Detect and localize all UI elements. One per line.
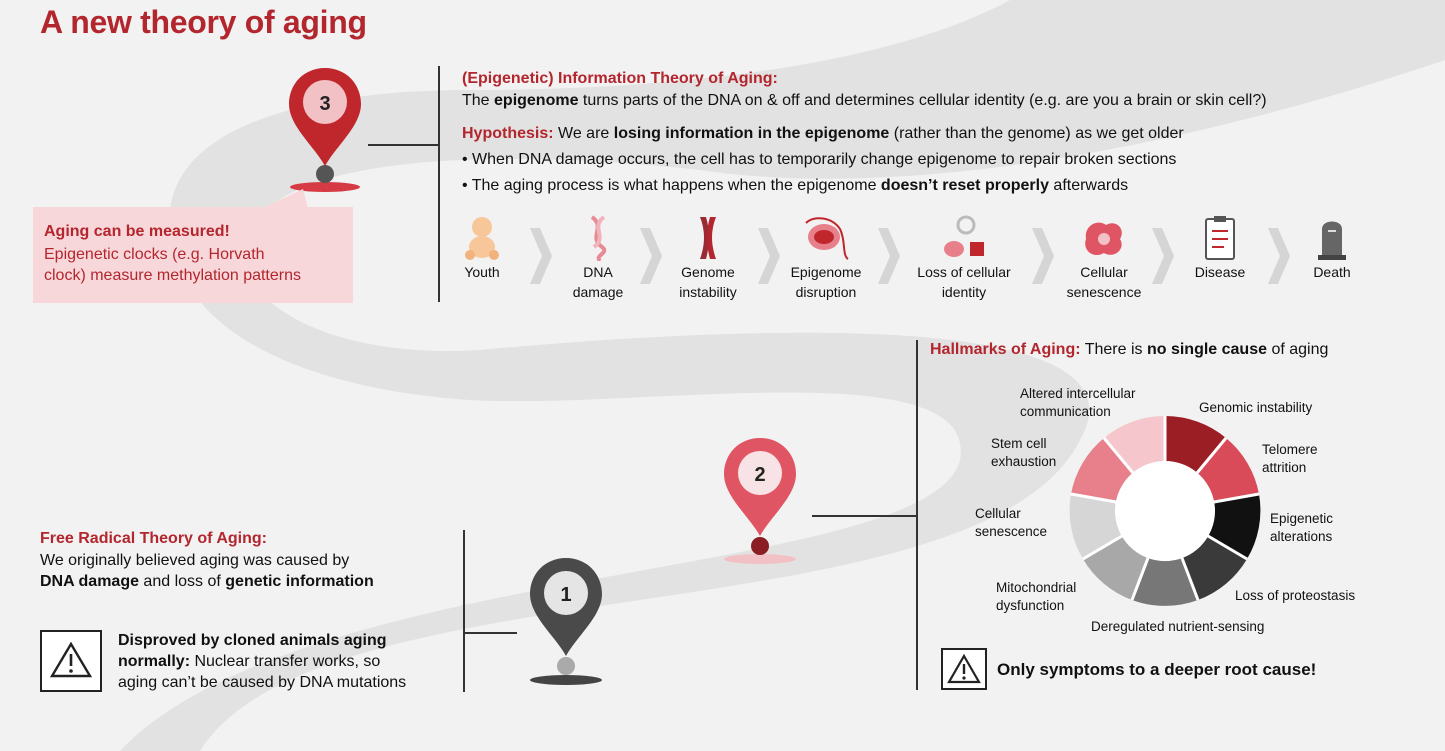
free-radical-line2: DNA damage and loss of genetic informati…	[40, 573, 374, 590]
chevron-right-icon	[878, 228, 900, 284]
step-youth: Youth	[432, 215, 532, 283]
gravestone-icon	[1318, 221, 1346, 260]
free-radical-line1: We originally believed aging was caused …	[40, 552, 350, 569]
warning-icon	[947, 653, 981, 684]
chevron-right-icon	[1032, 228, 1054, 284]
hallmark-nutrient-sensing: Deregulated nutrient-sensing	[1091, 619, 1265, 634]
senescent-cell-icon	[1085, 222, 1122, 256]
chevron-right-icon	[758, 228, 780, 284]
bullet-2: • The aging process is what happens when…	[462, 177, 1129, 194]
chevron-right-icon	[1268, 228, 1290, 284]
segment-nutrient-sensing	[1132, 558, 1198, 606]
segment-stem-cell-exhaustion	[1071, 438, 1133, 502]
info-theory-line1: The epigenome turns parts of the DNA on …	[462, 92, 1267, 109]
dna-icon	[590, 215, 607, 261]
warning-box-disproved	[40, 630, 102, 692]
step-death: Death	[1282, 215, 1382, 283]
segment-genomic-instability	[1165, 415, 1226, 473]
map-pin-3-icon: 3	[289, 68, 361, 192]
segment-telomere-attrition	[1197, 438, 1259, 502]
cell-identity-icon	[944, 215, 984, 257]
hallmarks-heading: Hallmarks of Aging: There is no single c…	[930, 341, 1329, 358]
free-radical-heading: Free Radical Theory of Aging:	[40, 530, 267, 547]
chevron-right-icon	[1152, 228, 1174, 284]
segment-mitochondrial-dysfunction	[1083, 536, 1148, 600]
page-title: A new theory of aging	[40, 4, 367, 40]
pin-1-number: 1	[560, 584, 571, 606]
chevron-right-icon	[640, 228, 662, 284]
aging-measured-box: Aging can be measured! Epigenetic clocks…	[33, 189, 353, 303]
warning-box	[941, 648, 987, 690]
hypothesis-line: Hypothesis: We are losing information in…	[462, 125, 1184, 142]
hallmarks-note: Only symptoms to a deeper root cause!	[997, 660, 1317, 679]
aging-measured-title: Aging can be measured!	[44, 223, 230, 240]
disproved-text: Disproved by cloned animals aging normal…	[118, 632, 407, 691]
clipboard-icon	[1205, 216, 1235, 260]
pin-2-number: 2	[754, 464, 765, 486]
hallmark-genomic-instability: Genomic instability	[1199, 400, 1313, 415]
baby-icon	[465, 217, 499, 260]
nucleosome-icon	[805, 217, 849, 260]
step-disease: Disease	[1170, 215, 1270, 283]
chevron-right-icon	[530, 228, 552, 284]
pin-3-number: 3	[319, 93, 330, 115]
bullet-1: • When DNA damage occurs, the cell has t…	[462, 151, 1177, 168]
warning-icon	[49, 641, 93, 678]
segment-altered-communication	[1104, 415, 1165, 473]
hallmarks-ring	[1069, 415, 1261, 606]
segment-loss-of-proteostasis	[1182, 536, 1247, 600]
hallmark-loss-of-proteostasis: Loss of proteostasis	[1235, 588, 1356, 603]
map-pin-1-icon: 1	[530, 558, 602, 685]
map-pin-2-icon: 2	[724, 438, 796, 564]
chromosome-icon	[700, 217, 716, 259]
info-theory-heading: (Epigenetic) Information Theory of Aging…	[462, 70, 778, 87]
